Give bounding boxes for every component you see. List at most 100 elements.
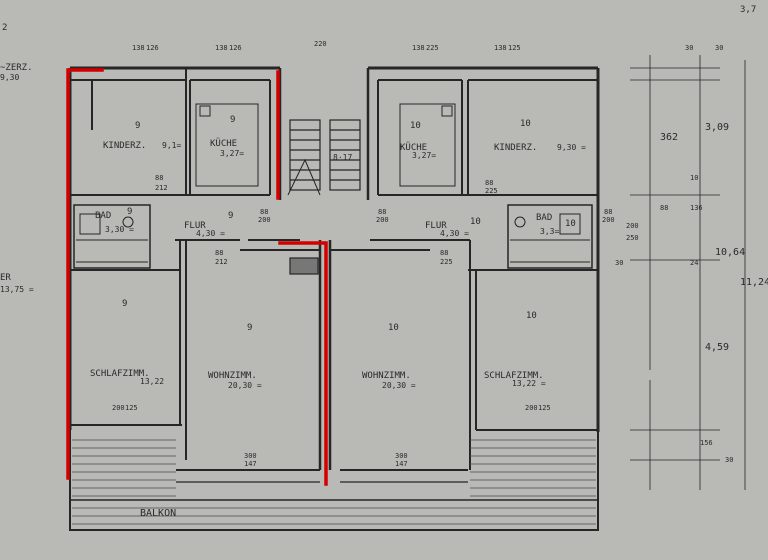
right-dim: 10 bbox=[690, 174, 698, 182]
chimney bbox=[289, 257, 319, 275]
right-dim: 11,24 bbox=[740, 277, 768, 288]
room-name: FLUR bbox=[184, 221, 206, 231]
room-unit-number: 10 bbox=[410, 121, 421, 131]
balcony-door-dim: 147 bbox=[395, 460, 408, 468]
room-name: FLUR bbox=[425, 221, 447, 231]
right-dim: 136 bbox=[690, 204, 703, 212]
room-unit-number: 9 bbox=[122, 299, 127, 309]
balcony-door-dim: 300 bbox=[395, 452, 408, 460]
room-name: SCHLAFZIMM. bbox=[484, 371, 544, 381]
room-area: 9,1= bbox=[162, 141, 181, 150]
balcony-label: BALKON bbox=[140, 508, 176, 519]
bathroom-fixtures bbox=[79, 213, 581, 235]
door-dim: 88 bbox=[604, 208, 612, 216]
side-dim: 250 bbox=[626, 234, 639, 242]
right-dim: 4,59 bbox=[705, 342, 729, 353]
room-name: WOHNZIMM. bbox=[208, 371, 257, 381]
room-area: 9,30 = bbox=[557, 143, 586, 152]
right-dim: 24 bbox=[690, 259, 698, 267]
window-dim-bottom: 125 bbox=[508, 44, 521, 52]
stairwell bbox=[287, 119, 361, 196]
room-unit-number: 10 bbox=[565, 219, 576, 229]
right-dim: 362 bbox=[660, 132, 678, 143]
room-name: WOHNZIMM. bbox=[362, 371, 411, 381]
room-area: 13,22 = bbox=[512, 379, 546, 388]
window-dim-top: 138 bbox=[132, 44, 145, 52]
room-area: 20,30 = bbox=[228, 381, 262, 390]
right-dim: 156 bbox=[700, 439, 713, 447]
right-dim: 30 bbox=[725, 456, 733, 464]
room-unit-number: 10 bbox=[520, 119, 531, 129]
side-dim: 88 bbox=[215, 249, 223, 257]
side-dim: 200 bbox=[525, 404, 538, 412]
balcony-door-dim: 147 bbox=[244, 460, 257, 468]
side-dimensions: 88 212 88 212 200 125 200 125 88 225 88 … bbox=[112, 174, 639, 412]
room-unit-number: 10 bbox=[526, 311, 537, 321]
window-dim-top: 138 bbox=[412, 44, 425, 52]
side-dim: 212 bbox=[155, 184, 168, 192]
right-dim: 3,09 bbox=[705, 122, 729, 133]
door-dim: 88 bbox=[378, 208, 386, 216]
partial-room-name-2: ER bbox=[0, 273, 11, 283]
side-dim: 88 bbox=[485, 179, 493, 187]
right-dim: 88 bbox=[660, 204, 668, 212]
door-dim: 200 bbox=[602, 216, 615, 224]
side-dim: 225 bbox=[485, 187, 498, 195]
corner-label-top-right: 3,7 bbox=[740, 5, 756, 15]
partial-room-area-2: 13,75 = bbox=[0, 285, 34, 294]
balcony-door-dim: 300 bbox=[244, 452, 257, 460]
room-unit-number: 9 bbox=[247, 323, 252, 333]
kitchen-fixtures bbox=[195, 103, 456, 187]
window-dim-bottom: 126 bbox=[146, 44, 159, 52]
room-area: 3,27= bbox=[220, 149, 244, 158]
right-dim: 30 bbox=[715, 44, 723, 52]
room-unit-number: 9 bbox=[127, 207, 132, 217]
room-area: 4,30 = bbox=[196, 229, 225, 238]
stair-label: 8·17 bbox=[333, 153, 352, 162]
room-unit-number: 9 bbox=[135, 121, 140, 131]
window-dimensions: 138 126 138 126 220 138 225 138 125 bbox=[132, 40, 521, 52]
side-dim: 88 bbox=[155, 174, 163, 182]
room-name: KINDERZ. bbox=[494, 143, 537, 153]
room-name: BAD bbox=[536, 213, 552, 223]
room-area: 3,27= bbox=[412, 151, 436, 160]
window-dim-top: 138 bbox=[215, 44, 228, 52]
partial-room-area: 9,30 bbox=[0, 73, 19, 82]
room-unit-number: 9 bbox=[230, 115, 235, 125]
dimension-lines-right bbox=[630, 55, 746, 490]
partial-room-name: ~ZERZ. bbox=[0, 63, 33, 73]
side-dim: 88 bbox=[440, 249, 448, 257]
structure bbox=[68, 66, 600, 531]
highlight-lines bbox=[66, 68, 328, 486]
side-dim: 200 bbox=[112, 404, 125, 412]
balcony-hatching bbox=[72, 439, 596, 525]
side-dim: 125 bbox=[125, 404, 138, 412]
side-dim: 30 bbox=[615, 259, 623, 267]
room-unit-number: 10 bbox=[470, 217, 481, 227]
door-dim: 200 bbox=[258, 216, 271, 224]
side-dim: 125 bbox=[538, 404, 551, 412]
corner-label-top-left: 2 bbox=[2, 23, 7, 33]
room-name: KINDERZ. bbox=[103, 141, 146, 151]
window-dim-bottom: 225 bbox=[426, 44, 439, 52]
room-area: 3,30 = bbox=[105, 225, 134, 234]
door-dim: 88 bbox=[260, 208, 268, 216]
room-area: 20,30 = bbox=[382, 381, 416, 390]
door-dimensions: 88 200 88 200 88 200 bbox=[258, 208, 615, 224]
room-name: BAD bbox=[95, 211, 111, 221]
window-dim-top: 220 bbox=[314, 40, 327, 48]
room-unit-number: 9 bbox=[228, 211, 233, 221]
side-dim: 212 bbox=[215, 258, 228, 266]
room-area: 13,22 bbox=[140, 377, 164, 386]
room-area: 3,3= bbox=[540, 227, 559, 236]
room-name: KÜCHE bbox=[210, 138, 237, 149]
window-dim-top: 138 bbox=[494, 44, 507, 52]
side-dim: 200 bbox=[626, 222, 639, 230]
door-dim: 200 bbox=[376, 216, 389, 224]
balcony-door-dimensions: 300 147 300 147 bbox=[244, 452, 408, 468]
right-dim: 10,64 bbox=[715, 247, 745, 258]
room-name: KÜCHE bbox=[400, 142, 427, 153]
right-dim: 30 bbox=[685, 44, 693, 52]
room-area: 4,30 = bbox=[440, 229, 469, 238]
